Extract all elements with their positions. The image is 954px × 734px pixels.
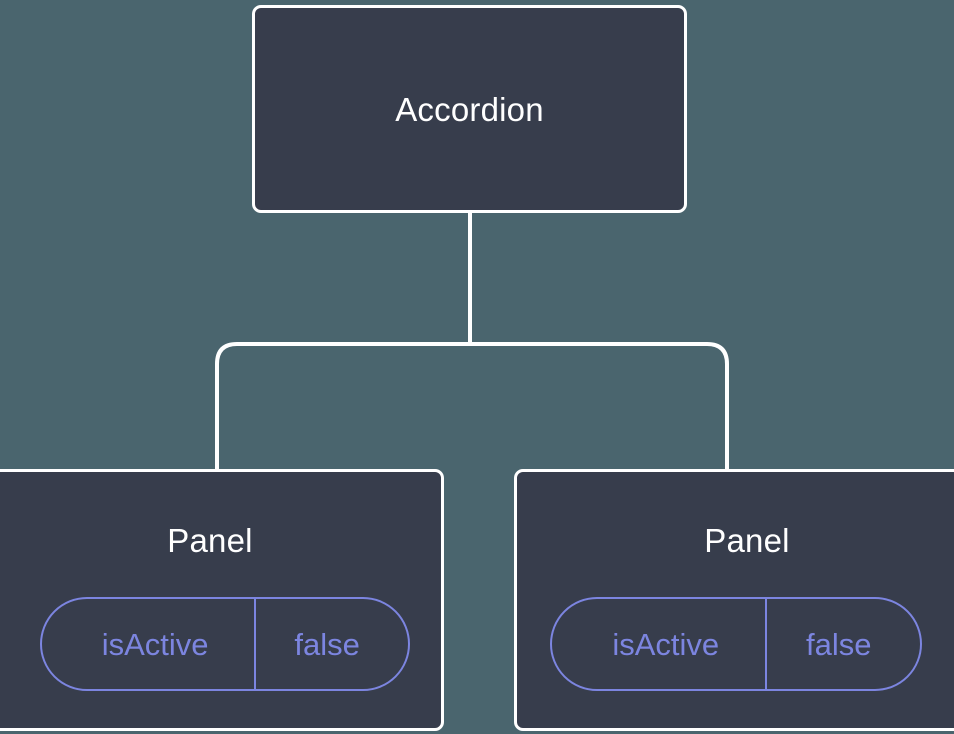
prop-key-isactive: isActive (612, 626, 720, 662)
node-panel-1-label: Panel (704, 522, 790, 559)
node-panel-0-label: Panel (167, 522, 253, 559)
node-accordion[interactable]: Accordion (252, 5, 687, 213)
edge-to-panel-left (215, 342, 470, 471)
node-accordion-label: Accordion (395, 90, 544, 128)
prop-key-isactive: isActive (101, 626, 209, 662)
edge-to-panel-right (470, 342, 729, 471)
prop-value-isactive: false (765, 599, 920, 689)
node-panel-1[interactable]: Panel isActive false (514, 469, 954, 731)
prop-pill-panel-0[interactable]: isActive false (40, 597, 410, 691)
node-panel-0[interactable]: Panel isActive false (0, 469, 444, 731)
prop-value-isactive: false (254, 599, 408, 689)
prop-pill-panel-1[interactable]: isActive false (550, 597, 922, 691)
